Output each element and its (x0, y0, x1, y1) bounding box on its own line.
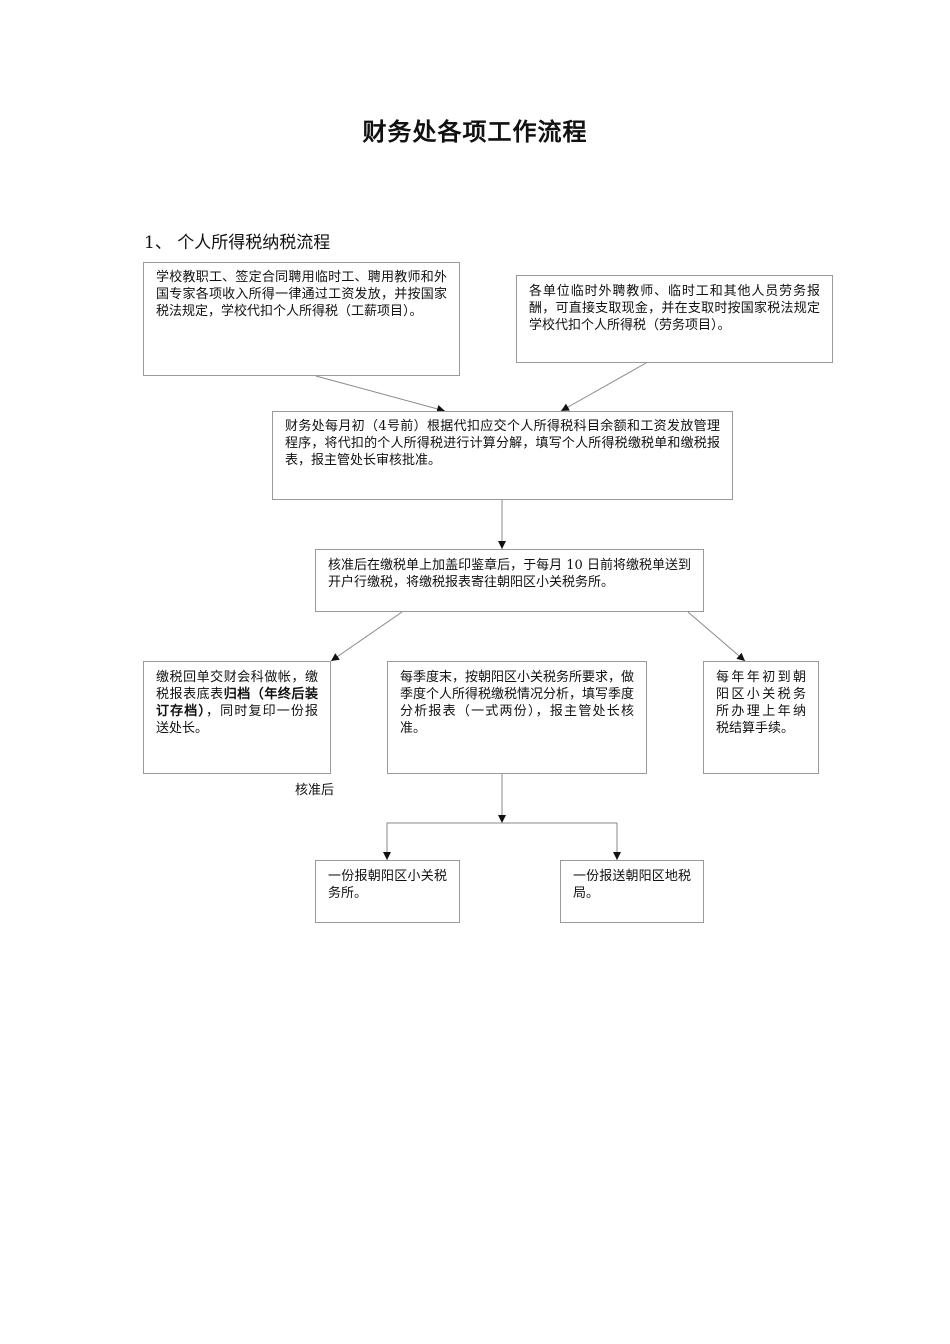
box-annual-settlement: 每年年初到朝阳区小关税务所办理上年纳税结算手续。 (703, 661, 819, 774)
box-copy-local-tax: 一份报送朝阳区地税局。 (560, 860, 704, 923)
arrow-salary-to-calc (315, 375, 446, 413)
archive-text-bold: 归档（年终后装订存档） (156, 687, 318, 719)
box-labor-pay: 各单位临时外聘教师、临时工和其他人员劳务报酬，可直接支取现金，并在支取时按国家税… (516, 275, 833, 363)
archive-text-after: ，同时复印一份报送处长。 (156, 704, 318, 736)
arrow-stamp-to-archive (330, 611, 403, 662)
archive-text-before: 缴税回单交财会科做帐，缴税报表底表 (156, 670, 318, 702)
box-monthly-calculation: 财务处每月初（4号前）根据代扣应交个人所得税科目余额和工资发放管理程序，将代扣的… (272, 411, 733, 500)
box-stamp-and-submit: 核准后在缴税单上加盖印鉴章后，于每月 10 日前将缴税单送到开户行缴税，将缴税报… (315, 549, 704, 612)
box-receipt-archive: 缴税回单交财会科做帐，缴税报表底表归档（年终后装订存档），同时复印一份报送处长。 (143, 661, 331, 774)
split-connector-left (383, 822, 502, 860)
box-quarterly-analysis: 每季度末，按朝阳区小关税务所要求，做季度个人所得税缴税情况分析，填写季度分析报表… (387, 661, 647, 774)
arrow-stamp-to-annual (687, 611, 746, 662)
page-title: 财务处各项工作流程 (362, 117, 588, 146)
note-approved: 核准后 (295, 783, 335, 798)
split-connector-right (502, 822, 621, 860)
box-copy-guanxiao-tax: 一份报朝阳区小关税务所。 (315, 860, 460, 923)
section-heading: 1、 个人所得税纳税流程 (144, 233, 331, 253)
box-staff-salary: 学校教职工、签定合同聘用临时工、聘用教师和外国专家各项收入所得一律通过工资发放，… (143, 262, 460, 376)
arrow-labor-to-calc (560, 362, 647, 412)
